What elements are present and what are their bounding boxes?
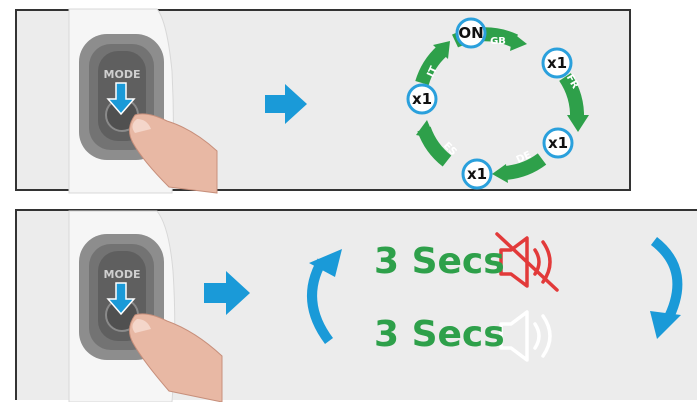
press-down-arrow-icon bbox=[106, 282, 136, 316]
lang-gb: GB bbox=[490, 36, 506, 47]
panel-2-graphic: MODE bbox=[68, 210, 683, 402]
svg-text:x1: x1 bbox=[412, 90, 432, 108]
language-cycle-diagram: GB FR DE ES IT ON x1 x1 x1 bbox=[406, 17, 589, 190]
rotate-clockwise-icon bbox=[650, 237, 683, 339]
bubble-on: ON bbox=[455, 17, 487, 49]
bubble-x1: x1 bbox=[406, 83, 438, 115]
speaker-icon bbox=[499, 310, 552, 362]
bubble-x1: x1 bbox=[542, 127, 574, 159]
svg-text:x1: x1 bbox=[547, 54, 567, 72]
instruction-panel-mute: MODE 3 Secs 3 Secs bbox=[15, 209, 697, 402]
rotate-counterclockwise-icon bbox=[307, 249, 342, 344]
fingernail-icon bbox=[132, 119, 151, 133]
press-down-arrow-icon bbox=[106, 82, 136, 116]
bubble-x1: x1 bbox=[541, 47, 573, 79]
speaker-muted-icon bbox=[495, 232, 559, 292]
unmute-duration-label: 3 Secs bbox=[374, 314, 505, 355]
instruction-panel-language: MODE GB FR DE ES IT ON bbox=[15, 8, 631, 194]
fingernail-icon bbox=[132, 319, 151, 333]
svg-text:x1: x1 bbox=[548, 134, 568, 152]
bubble-x1: x1 bbox=[461, 158, 493, 190]
mute-duration-label: 3 Secs bbox=[374, 241, 505, 282]
panel-1-graphic: MODE GB FR DE ES IT ON bbox=[68, 8, 589, 194]
finger-icon bbox=[129, 313, 223, 402]
mode-label: MODE bbox=[104, 268, 141, 281]
next-step-arrow-icon bbox=[204, 271, 250, 315]
mode-label: MODE bbox=[104, 68, 141, 81]
lang-it: IT bbox=[426, 65, 441, 79]
svg-text:x1: x1 bbox=[467, 165, 487, 183]
next-step-arrow-icon bbox=[265, 84, 307, 124]
finger-icon bbox=[129, 113, 218, 194]
svg-text:ON: ON bbox=[458, 24, 483, 42]
